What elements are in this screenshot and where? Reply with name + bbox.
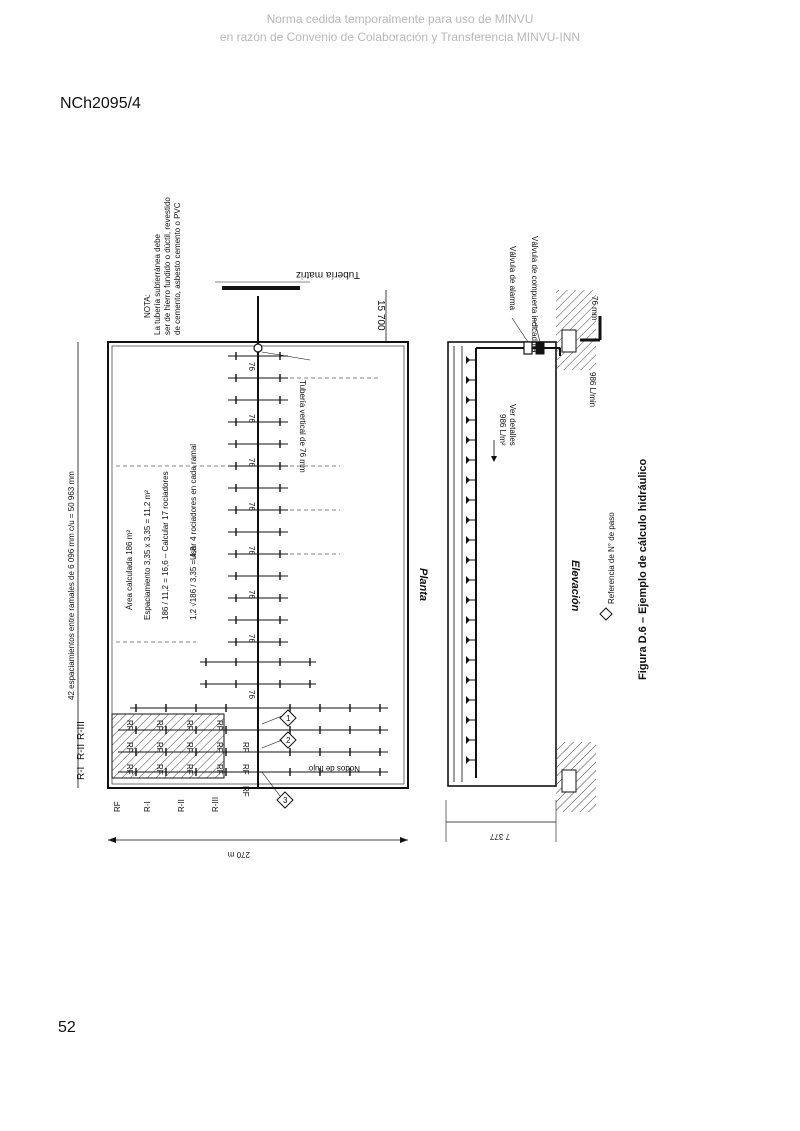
step-marker-2: 2 [286,736,291,745]
alarm-valve-label: Válvula de alarma [508,246,517,311]
left-label-rf: RF [113,801,122,812]
svg-text:RF: RF [155,720,164,731]
riser-valve [253,343,263,353]
svg-text:76: 76 [247,362,256,371]
plan-view-label: Planta [417,568,429,601]
branch-label-2: R-II [76,744,87,760]
note-body-2: ser de hierro fundido o dúctil, revestid… [163,197,172,335]
svg-text:76: 76 [247,590,256,599]
svg-text:RF: RF [241,786,250,797]
branch-label-3: R-III [76,721,87,740]
gate-valve-label: Válvula de compuerta indicadora [530,236,539,353]
note-body-3: de cemento, asbesto cemento o PVC [173,202,182,335]
svg-text:RF: RF [155,764,164,775]
svg-text:RF: RF [125,720,134,731]
svg-text:76: 76 [247,634,256,643]
elevation-view-label: Elevación [569,560,581,612]
svg-text:RF: RF [125,764,134,775]
per-branch-text: Usar 4 rociadores en cada ramal [189,444,198,560]
pipe-size-tags: 76 76 76 76 76 76 76 76 [247,362,256,699]
figure-caption: Figura D.6 – Ejemplo de cálculo hidráuli… [637,458,649,680]
watermark-line-2: en razón de Convenio de Colaboración y T… [219,30,581,44]
sprinkler-tags: RF RF RF RF RF RF RF RF RF RF RF RF RF R… [125,720,250,797]
watermark-line-1: Norma cedida temporalmente para uso de M… [266,12,534,26]
figure-caption-group: Referencia de N° de paso Figura D.6 – Ej… [599,458,649,680]
svg-text:RF: RF [185,742,194,753]
riser-note: Tubería vertical de 76 mm [298,380,307,473]
step-markers [276,709,297,809]
svg-text:RF: RF [125,742,134,753]
page-number: 52 [58,1019,76,1036]
nodes-label: Nodos de flujo [308,764,360,773]
branch-label-1: R-I [76,767,87,780]
svg-text:RF: RF [241,742,250,753]
sprinkler-details-label: Ver detalles [508,404,517,446]
pipe-size-label: 76 mm [590,296,599,321]
riser-dimension: 15 700 [375,300,386,331]
branch-calc: 1,2 √186 / 3,35 = 4,8 [189,546,198,620]
svg-text:RF: RF [241,764,250,775]
svg-text:76: 76 [247,502,256,511]
note-title: NOTA: [143,294,152,318]
legend-diamond [599,607,613,621]
top-dimension: 42 espaciamientos entre ramales de 6 096… [67,471,76,700]
svg-text:RF: RF [215,742,224,753]
svg-text:RF: RF [155,742,164,753]
step-marker-1: 1 [286,714,291,723]
svg-text:RF: RF [185,764,194,775]
svg-text:76: 76 [247,414,256,423]
svg-text:RF: RF [185,720,194,731]
left-label-3: R-III [211,797,220,812]
standard-code: NCh2095/4 [60,95,141,112]
svg-text:76: 76 [247,690,256,699]
flow-label: 986 L/min [588,372,597,407]
svg-text:RF: RF [215,720,224,731]
left-label-1: R-I [143,801,152,812]
plan-view: 15 700 Tubería matriz NOTA: La tubería s… [67,197,429,859]
bottom-dimension: 270 m [227,850,250,859]
step-marker-3: 3 [283,796,288,805]
sprinkler-calc: 186 / 11,2 = 16,6 – Calcular 17 rociador… [161,471,170,620]
note-body-1: La tubería subterránea debe [153,233,162,335]
calc-area: Área calculada 186 m² [125,530,134,610]
density-label: 986 L/m² [498,414,507,446]
svg-text:76: 76 [247,458,256,467]
supply-label: Tubería matriz [296,269,360,280]
elevation-length: 7 377 [489,832,510,841]
svg-text:76: 76 [247,546,256,555]
svg-text:RF: RF [215,764,224,775]
left-label-2: R-II [177,799,186,812]
elevation-frame [447,341,557,787]
elevation-view: Válvula de alarma Válvula de compuerta i… [445,236,602,842]
branch-lines [116,352,388,776]
design-area [111,713,225,779]
legend-text: Referencia de N° de paso [607,512,616,604]
spacing-text: Espaciamiento 3,35 x 3,35 = 11,2 m² [143,490,152,620]
